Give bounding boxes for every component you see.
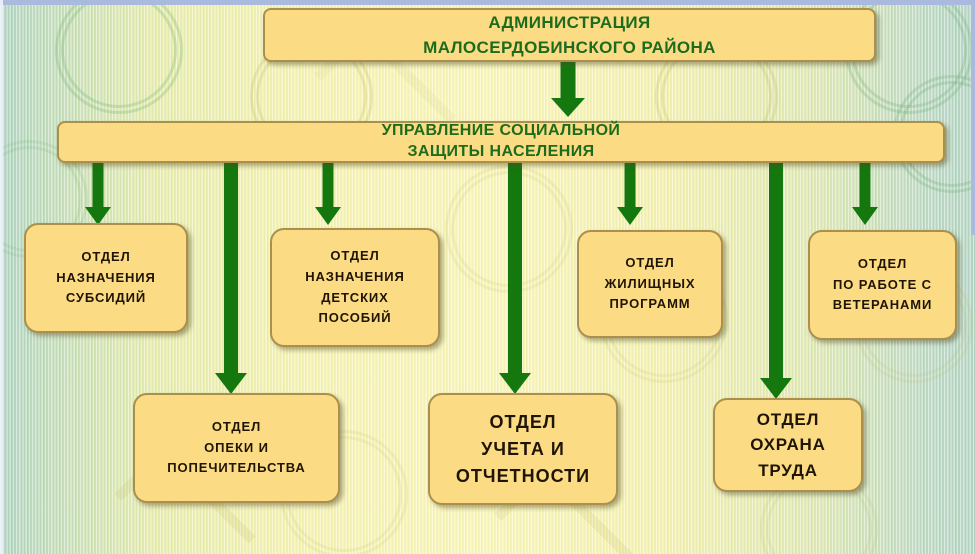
org-box-management: УПРАВЛЕНИЕ СОЦИАЛЬНОЙ ЗАЩИТЫ НАСЕЛЕНИЯ: [57, 121, 945, 163]
connector-arrow-to-child-benefits: [315, 163, 341, 225]
connector-arrow-to-subsidies: [85, 163, 111, 225]
connector-arrow-to-housing-programs: [617, 163, 643, 225]
org-box-veterans: ОТДЕЛ ПО РАБОТЕ С ВЕТЕРАНАМИ: [808, 230, 957, 340]
org-box-labor-safety: ОТДЕЛ ОХРАНА ТРУДА: [713, 398, 863, 492]
watermark-seal: [55, 0, 183, 114]
org-box-guardianship: ОТДЕЛ ОПЕКИ И ПОПЕЧИТЕЛЬСТВА: [133, 393, 340, 503]
org-box-accounting: ОТДЕЛ УЧЕТА И ОТЧЕТНОСТИ: [428, 393, 618, 505]
org-box-child-benefits: ОТДЕЛ НАЗНАЧЕНИЯ ДЕТСКИХ ПОСОБИЙ: [270, 228, 440, 347]
slide-frame-top: [0, 0, 975, 5]
connector-arrow-to-veterans: [852, 163, 878, 225]
connector-arrow-to-accounting: [499, 163, 531, 394]
slide-frame-right: [971, 0, 975, 235]
connector-arrow-administration-to-management: [551, 62, 585, 117]
connector-arrow-to-labor-safety: [760, 163, 792, 399]
slide-frame-left: [0, 0, 3, 554]
connector-arrow-to-guardianship: [215, 163, 247, 394]
org-box-housing-programs: ОТДЕЛ ЖИЛИЩНЫХ ПРОГРАММ: [577, 230, 723, 338]
org-box-subsidies: ОТДЕЛ НАЗНАЧЕНИЯ СУБСИДИЙ: [24, 223, 188, 333]
org-box-administration: АДМИНИСТРАЦИЯ МАЛОСЕРДОБИНСКОГО РАЙОНА: [263, 8, 876, 62]
